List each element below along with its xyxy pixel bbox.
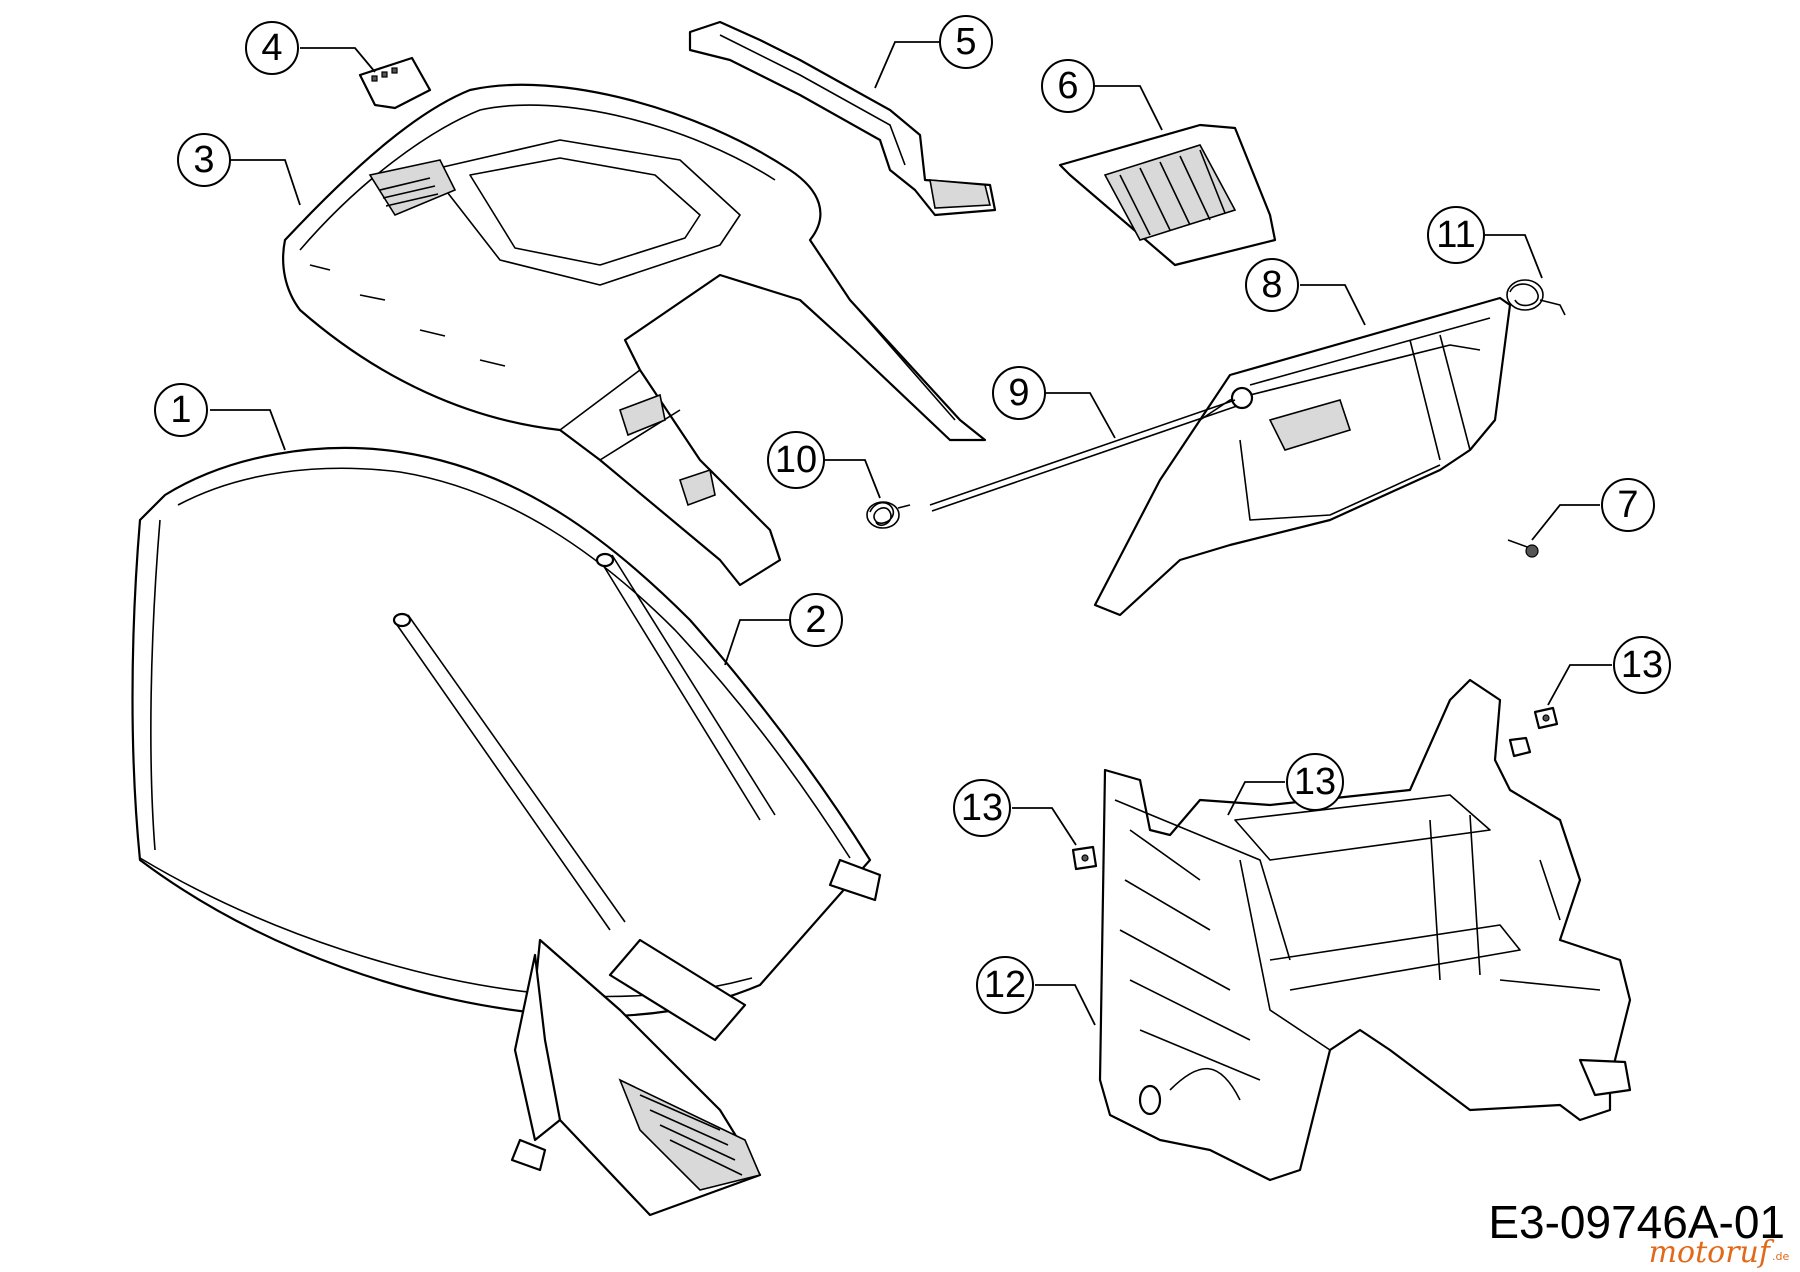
callout-label: 9 [1008, 372, 1029, 414]
callout-label: 1 [170, 389, 191, 431]
callout-11: 11 [1427, 206, 1485, 264]
callout-label: 11 [1436, 214, 1475, 256]
part-13-nut-a [1071, 845, 1098, 871]
callout-label: 12 [984, 964, 1026, 1006]
callout-2: 2 [789, 593, 843, 647]
part-7-screw [1507, 539, 1539, 558]
callout-label: 13 [1621, 644, 1663, 686]
part-9-rod [929, 399, 1238, 512]
callout-8: 8 [1245, 258, 1299, 312]
part-13-nut-b [1533, 706, 1559, 730]
part-3-bag-cover [282, 83, 987, 587]
part-1-grass-bag [131, 446, 882, 1217]
callout-label: 8 [1261, 264, 1282, 306]
callout-10: 10 [767, 431, 825, 489]
callout-label: 7 [1617, 484, 1638, 526]
callout-4: 4 [245, 21, 299, 75]
callout-9: 9 [992, 366, 1046, 420]
watermark-suffix: .de [1772, 1250, 1789, 1263]
callout-label: 5 [955, 21, 976, 63]
part-13-nut-c [1508, 736, 1532, 758]
drawing-code: E3-09746A-01 [1488, 1196, 1785, 1248]
part-12-rear-frame [1098, 678, 1632, 1182]
callout-1: 1 [154, 383, 208, 437]
watermark-logo: motoruf [1649, 1235, 1775, 1270]
part-10-spring [866, 501, 911, 529]
part-4-flap [358, 56, 432, 110]
callout-label: 4 [261, 27, 282, 69]
callout-3: 3 [177, 133, 231, 187]
callout-7: 7 [1601, 478, 1655, 532]
callout-label: 13 [1294, 761, 1336, 803]
leader-lines [210, 41, 1612, 1026]
callout-6: 6 [1041, 59, 1095, 113]
callout-5: 5 [939, 15, 993, 69]
callout-13-center: 13 [1286, 753, 1344, 811]
part-11-spring [1506, 279, 1566, 316]
callout-label: 10 [775, 439, 817, 481]
callout-label: 3 [193, 139, 214, 181]
part-6-vent-cover [1058, 123, 1277, 267]
callout-13-right: 13 [1613, 636, 1671, 694]
callout-label: 13 [961, 787, 1003, 829]
callout-label: 2 [805, 599, 826, 641]
callout-label: 6 [1057, 65, 1078, 107]
callout-13-left: 13 [953, 779, 1011, 837]
part-8-discharge-flap [1093, 296, 1512, 617]
part-5-handle [688, 20, 997, 217]
callout-12: 12 [976, 956, 1034, 1014]
